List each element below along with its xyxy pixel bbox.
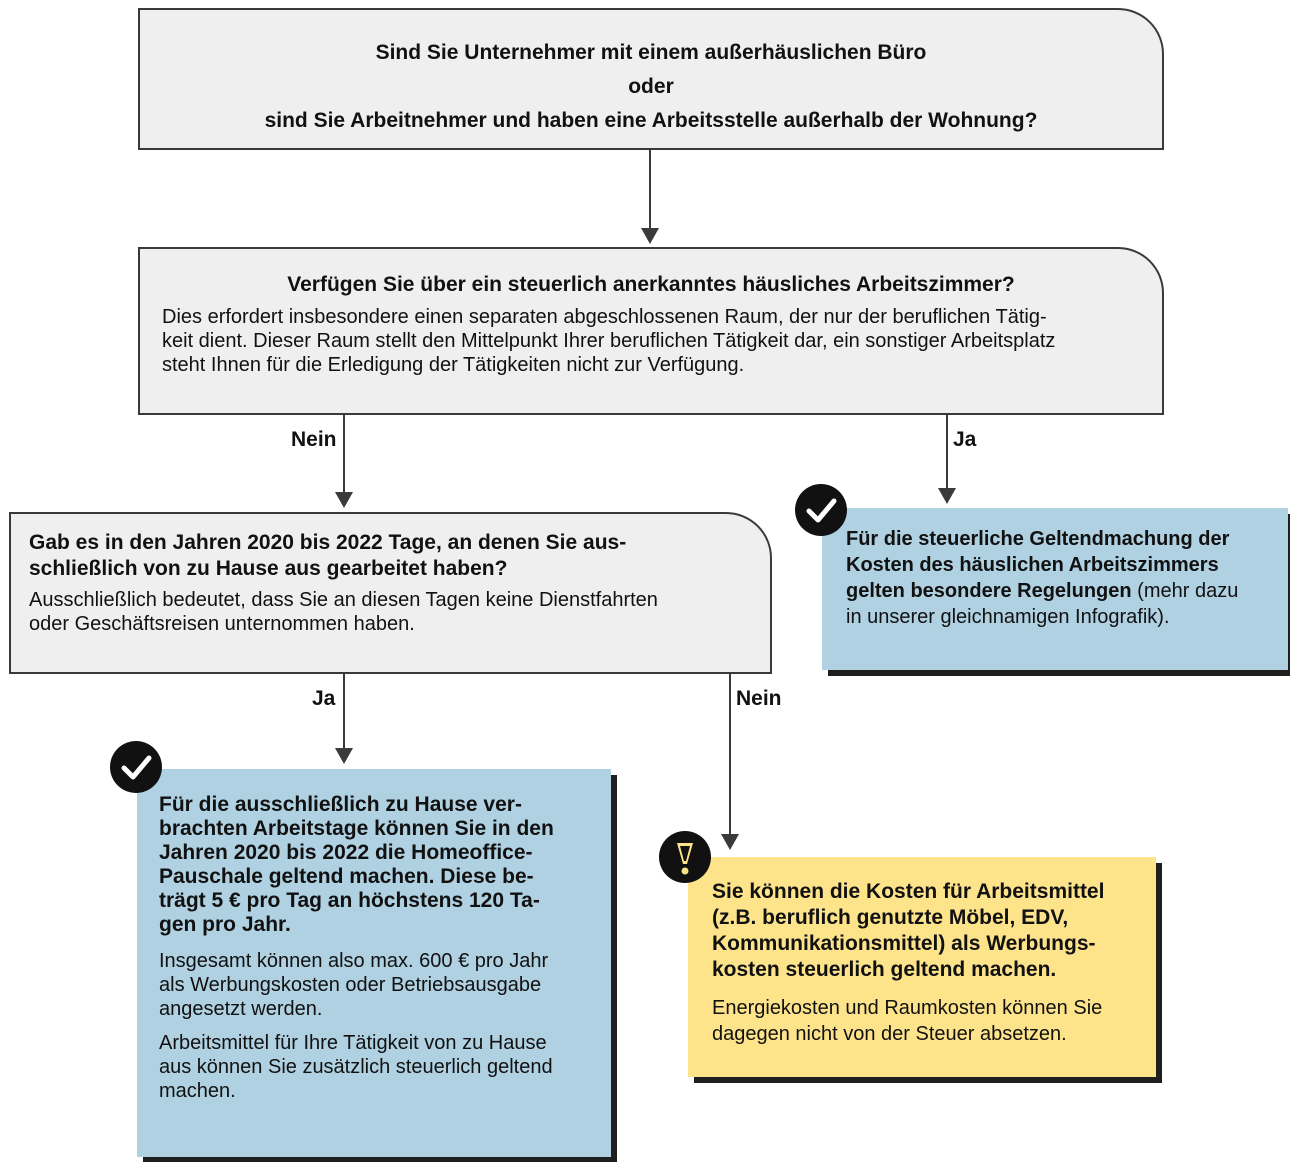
result-arbeitsmittel-lead-line: (z.B. beruflich genutzte Möbel, EDV,: [712, 906, 1069, 929]
result-homeoffice-para2-line: Arbeitsmittel für Ihre Tätigkeit von zu …: [159, 1032, 547, 1054]
question2-line: steht Ihnen für die Erledigung der Tätig…: [162, 354, 745, 376]
question3-title-line: Gab es in den Jahren 2020 bis 2022 Tage,…: [29, 531, 627, 554]
result-arbeitszimmer-line: Kosten des häuslichen Arbeitszimmers: [846, 554, 1219, 576]
label-q3-no: Nein: [736, 687, 782, 710]
exclamation-icon: [659, 831, 711, 883]
label-q2-yes: Ja: [953, 428, 977, 451]
result-arbeitsmittel: Sie können die Kosten für Arbeitsmittel …: [688, 857, 1156, 1077]
result-arbeitszimmer: Für die steuerliche Geltendmachung der K…: [822, 508, 1288, 670]
question1-line: Sind Sie Unternehmer mit einem außerhäus…: [375, 41, 927, 64]
question3-title: Gab es in den Jahren 2020 bis 2022 Tage,…: [29, 530, 752, 582]
check-icon: [110, 741, 162, 793]
result-arbeitsmittel-para: Energiekosten und Raumkosten können Sie …: [712, 995, 1140, 1047]
question1-line: oder: [628, 75, 674, 98]
result-homeoffice-para2: Arbeitsmittel für Ihre Tätigkeit von zu …: [159, 1031, 595, 1103]
result-arbeitszimmer-line: in unserer gleichnamigen Infografik).: [846, 606, 1170, 628]
result-arbeitszimmer-line: Für die steuerliche Geltendmachung der: [846, 528, 1230, 550]
result-homeoffice-para1-line: angesetzt werden.: [159, 998, 323, 1020]
question1-line: sind Sie Arbeitnehmer und haben eine Arb…: [264, 109, 1038, 132]
arrowhead-q2-no: [335, 492, 353, 508]
result-homeoffice-pauschale: Für die ausschließlich zu Hause ver- bra…: [137, 769, 611, 1157]
arrowhead-q1-to-q2: [641, 228, 659, 244]
question-homeoffice-days: Gab es in den Jahren 2020 bis 2022 Tage,…: [9, 512, 772, 674]
result-homeoffice-para2-line: aus können Sie zusätzlich steuerlich gel…: [159, 1056, 553, 1078]
result-arbeitszimmer-text: Für die steuerliche Geltendmachung der K…: [846, 526, 1274, 630]
question3-line: Ausschließlich bedeutet, dass Sie an die…: [29, 589, 658, 611]
result-arbeitszimmer-tail: (mehr dazu: [1131, 580, 1239, 602]
result-homeoffice-lead-line: gen pro Jahr.: [159, 913, 291, 936]
result-homeoffice-lead-line: trägt 5 € pro Tag an höchstens 120 Ta-: [159, 889, 540, 912]
result-arbeitsmittel-lead-line: Sie können die Kosten für Arbeitsmittel: [712, 880, 1105, 903]
result-arbeitsmittel-para-line: Energiekosten und Raumkosten können Sie: [712, 997, 1103, 1019]
question3-text: Ausschließlich bedeutet, dass Sie an die…: [29, 588, 752, 636]
result-arbeitsmittel-lead-line: Kommunikationsmittel) als Werbungs-: [712, 932, 1096, 955]
question2-line: Dies erfordert insbesondere einen separa…: [162, 306, 1047, 328]
question2-line: keit dient. Dieser Raum stellt den Mitte…: [162, 330, 1056, 352]
result-homeoffice-para1-line: als Werbungskosten oder Betriebsausgabe: [159, 974, 542, 996]
question2-title: Verfügen Sie über ein steuerlich anerkan…: [287, 273, 1015, 296]
arrowhead-q3-yes: [335, 748, 353, 764]
result-arbeitsmittel-lead: Sie können die Kosten für Arbeitsmittel …: [712, 879, 1140, 983]
result-homeoffice-lead-line: Jahren 2020 bis 2022 die Homeoffice-: [159, 841, 533, 864]
result-arbeitsmittel-lead-line: kosten steuerlich geltend machen.: [712, 958, 1057, 981]
result-homeoffice-para1: Insgesamt können also max. 600 € pro Jah…: [159, 949, 595, 1021]
result-homeoffice-lead-line: brachten Arbeitstage können Sie in den: [159, 817, 554, 840]
arrowhead-q2-yes: [938, 488, 956, 504]
result-arbeitszimmer-line: gelten besondere Regelungen: [846, 580, 1132, 602]
result-arbeitsmittel-para-line: dagegen nicht von der Steuer absetzen.: [712, 1023, 1067, 1045]
result-homeoffice-lead-line: Für die ausschließlich zu Hause ver-: [159, 793, 522, 816]
arrowhead-q3-no: [721, 834, 739, 850]
question2-text: Dies erfordert insbesondere einen separa…: [160, 305, 1142, 377]
question3-line: oder Geschäftsreisen unternommen haben.: [29, 613, 415, 635]
question3-title-line: schließlich von zu Hause aus gearbeitet …: [29, 557, 508, 580]
label-q3-yes: Ja: [312, 687, 336, 710]
result-homeoffice-para2-line: machen.: [159, 1080, 236, 1102]
question-office-outside: Sind Sie Unternehmer mit einem außerhäus…: [138, 8, 1164, 150]
result-homeoffice-lead: Für die ausschließlich zu Hause ver- bra…: [159, 793, 595, 937]
question-arbeitszimmer: Verfügen Sie über ein steuerlich anerkan…: [138, 247, 1164, 415]
result-homeoffice-para1-line: Insgesamt können also max. 600 € pro Jah…: [159, 950, 549, 972]
result-homeoffice-lead-line: Pauschale geltend machen. Diese be-: [159, 865, 534, 888]
check-icon: [795, 484, 847, 536]
label-q2-no: Nein: [291, 428, 337, 451]
